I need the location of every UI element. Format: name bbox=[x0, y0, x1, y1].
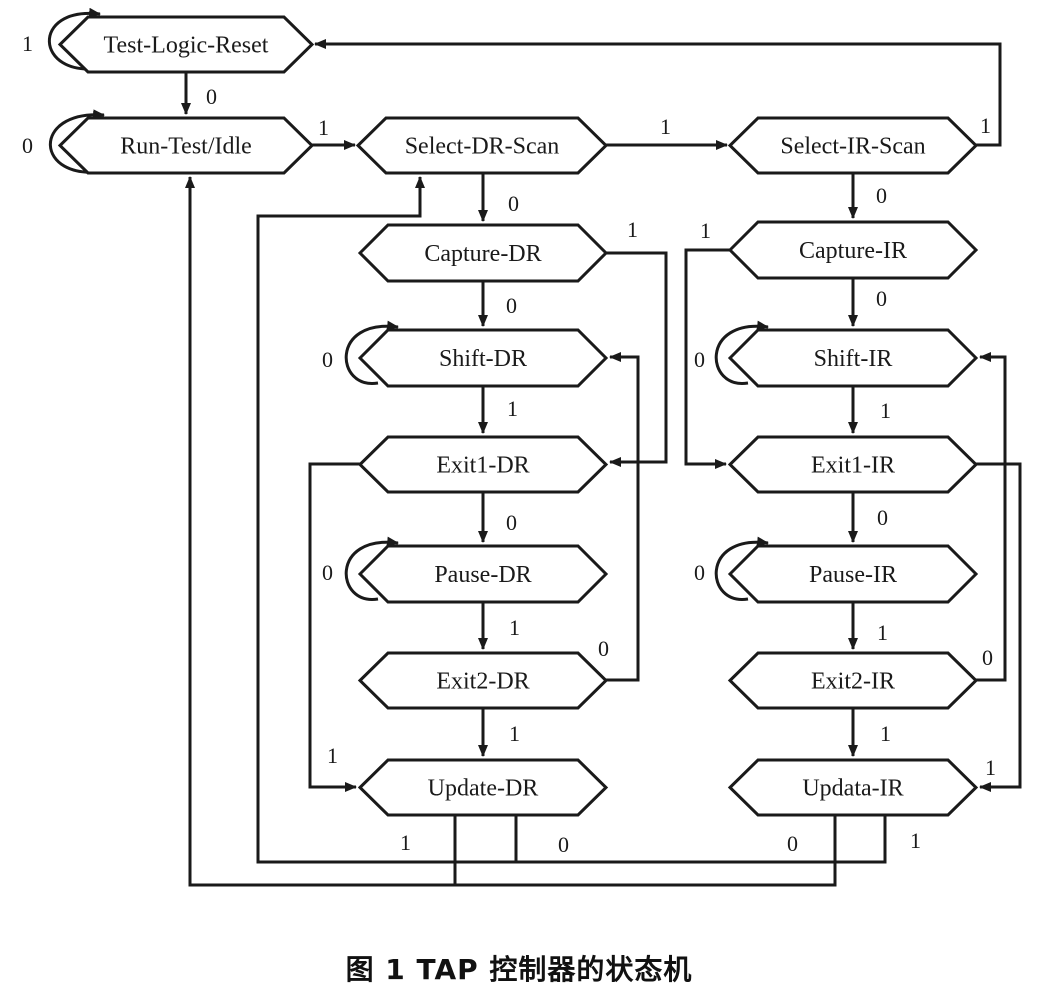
state-shdr: Shift-DR bbox=[357, 328, 609, 388]
state-hexagon bbox=[357, 544, 609, 604]
state-udr: Update-DR bbox=[357, 758, 609, 817]
transition-label: 0 bbox=[322, 347, 333, 372]
state-pir: Pause-IR bbox=[727, 544, 979, 604]
transition-label: 0 bbox=[876, 286, 887, 311]
transition-shdr-to-shdr-arrow bbox=[344, 320, 399, 385]
transition-label: 0 bbox=[694, 560, 705, 585]
transition-label: 0 bbox=[877, 505, 888, 530]
state-label: Exit2-DR bbox=[436, 669, 529, 695]
state-cdr: Capture-DR bbox=[357, 223, 609, 283]
transition-label: 1 bbox=[318, 115, 329, 140]
state-cir: Capture-IR bbox=[727, 220, 979, 280]
transition-label: 1 bbox=[880, 721, 891, 746]
transition-label: 1 bbox=[980, 113, 991, 138]
transition-label: 0 bbox=[982, 645, 993, 670]
transition-label: 0 bbox=[506, 510, 517, 535]
transition-label: 1 bbox=[660, 114, 671, 139]
state-label: Pause-DR bbox=[434, 562, 531, 588]
state-label: Update-DR bbox=[428, 776, 539, 802]
transition-label: 1 bbox=[509, 615, 520, 640]
transition-e1ir-to-uir-arrow bbox=[976, 462, 1022, 792]
figure-caption: 图 1 TAP 控制器的状态机 bbox=[345, 953, 693, 986]
transition-label: 1 bbox=[910, 828, 921, 853]
transition-label: 0 bbox=[876, 183, 887, 208]
state-hexagon bbox=[355, 116, 609, 175]
state-e2dr: Exit2-DR bbox=[357, 651, 609, 710]
transition-label: 1 bbox=[509, 721, 520, 746]
transition-cir-to-e1ir-arrow bbox=[684, 248, 730, 469]
state-hexagon bbox=[357, 651, 609, 710]
state-sir: Select-IR-Scan bbox=[727, 116, 979, 175]
state-hexagon bbox=[727, 758, 979, 817]
state-label: Select-IR-Scan bbox=[780, 134, 925, 160]
state-label: Select-DR-Scan bbox=[405, 134, 560, 160]
transition-e1dr-to-udr-arrow bbox=[308, 462, 360, 792]
state-hexagon bbox=[727, 116, 979, 175]
state-sdr: Select-DR-Scan bbox=[355, 116, 609, 175]
state-label: Exit2-IR bbox=[811, 669, 895, 695]
transition-label: 1 bbox=[400, 830, 411, 855]
state-hexagon bbox=[727, 328, 979, 388]
state-label: Shift-DR bbox=[439, 346, 527, 372]
transition-label: 1 bbox=[22, 31, 33, 56]
transition-label: 0 bbox=[558, 832, 569, 857]
transition-label: 1 bbox=[327, 743, 338, 768]
state-pdr: Pause-DR bbox=[357, 544, 609, 604]
transition-label: 1 bbox=[880, 398, 891, 423]
transition-label: 0 bbox=[206, 84, 217, 109]
transition-label: 0 bbox=[694, 347, 705, 372]
state-label: Capture-DR bbox=[424, 241, 541, 267]
transition-label: 1 bbox=[985, 755, 996, 780]
state-hexagon bbox=[357, 435, 609, 494]
transition-e2dr-to-shdr-arrow bbox=[606, 352, 640, 682]
transition-sir-to-tlr-arrow bbox=[314, 39, 1002, 147]
transition-label: 0 bbox=[22, 133, 33, 158]
transition-uir-to-rti-arrow bbox=[185, 176, 837, 887]
state-hexagon bbox=[357, 758, 609, 817]
state-label: Exit1-DR bbox=[436, 453, 529, 479]
transition-label: 1 bbox=[700, 218, 711, 243]
state-label: Updata-IR bbox=[802, 776, 903, 802]
state-tlr: Test-Logic-Reset bbox=[57, 15, 315, 74]
transition-pdr-to-pdr-arrow bbox=[344, 536, 399, 601]
state-uir: Updata-IR bbox=[727, 758, 979, 817]
transition-uir-to-sdr-arrow bbox=[256, 176, 887, 864]
transition-label: 1 bbox=[507, 396, 518, 421]
state-label: Capture-IR bbox=[799, 238, 907, 264]
state-hexagon bbox=[357, 223, 609, 283]
state-e2ir: Exit2-IR bbox=[727, 651, 979, 710]
transition-e2ir-to-shir-arrow bbox=[976, 352, 1007, 682]
state-rti: Run-Test/Idle bbox=[57, 116, 315, 175]
state-hexagon bbox=[57, 116, 315, 175]
state-shir: Shift-IR bbox=[727, 328, 979, 388]
transition-pir-to-pir-arrow bbox=[714, 536, 769, 601]
transition-label: 0 bbox=[787, 831, 798, 856]
state-label: Shift-IR bbox=[814, 346, 893, 372]
transition-tlr-to-tlr-arrow bbox=[47, 7, 101, 71]
transition-rti-to-rti-arrow bbox=[48, 109, 105, 174]
transition-label: 1 bbox=[877, 620, 888, 645]
state-e1ir: Exit1-IR bbox=[727, 435, 979, 494]
transition-label: 0 bbox=[322, 560, 333, 585]
state-hexagon bbox=[357, 328, 609, 388]
state-label: Run-Test/Idle bbox=[120, 134, 252, 160]
transition-label: 0 bbox=[598, 636, 609, 661]
state-hexagon bbox=[727, 220, 979, 280]
state-hexagon bbox=[727, 544, 979, 604]
state-label: Pause-IR bbox=[809, 562, 897, 588]
transition-label: 1 bbox=[627, 217, 638, 242]
transition-label: 0 bbox=[506, 293, 517, 318]
state-hexagon bbox=[57, 15, 315, 74]
state-hexagon bbox=[727, 435, 979, 494]
transition-shir-to-shir-arrow bbox=[714, 320, 769, 385]
state-label: Exit1-IR bbox=[811, 453, 895, 479]
transition-label: 0 bbox=[508, 191, 519, 216]
state-e1dr: Exit1-DR bbox=[357, 435, 609, 494]
state-label: Test-Logic-Reset bbox=[104, 33, 269, 59]
state-hexagon bbox=[727, 651, 979, 710]
